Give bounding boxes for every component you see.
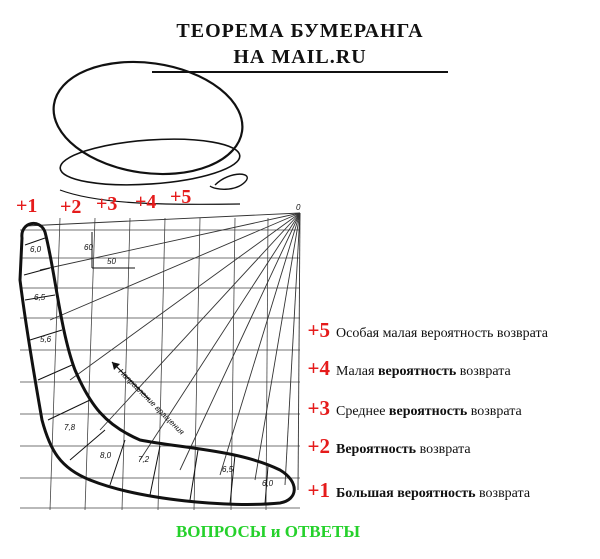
legend-row-2: +2 Вероятность возврата bbox=[300, 434, 471, 459]
label-7-2: 7,2 bbox=[138, 455, 150, 464]
legend-text-post: возврата bbox=[456, 364, 511, 379]
legend-text-post: возврата bbox=[467, 404, 522, 419]
drawing-grid bbox=[20, 217, 300, 511]
label-rotation: Направление вращения bbox=[117, 367, 187, 437]
label-6-5-right: 6,5 bbox=[222, 465, 234, 474]
legend-row-5: +5 Особая малая вероятность возврата bbox=[300, 318, 548, 343]
legend-text-post: возврата bbox=[475, 486, 531, 501]
legend-text-bold: вероятность bbox=[388, 404, 468, 419]
legend-text-pre: Среднее bbox=[336, 404, 389, 419]
top-number-5: +5 bbox=[170, 186, 192, 208]
top-number-4: +4 bbox=[135, 191, 157, 213]
legend-num: +1 bbox=[307, 478, 330, 502]
legend-num: +3 bbox=[307, 396, 330, 420]
drawing-rays bbox=[24, 212, 301, 491]
label-6-5-left: 6,5 bbox=[34, 293, 46, 302]
legend-text-bold: вероятность bbox=[377, 364, 457, 379]
legend-num: +4 bbox=[307, 356, 330, 380]
label-6-0-right: 6,0 bbox=[262, 479, 274, 488]
footer-caption: ВОПРОСЫ и ОТВЕТЫ bbox=[175, 522, 361, 541]
label-7-8: 7,8 bbox=[64, 423, 76, 432]
legend-num: +5 bbox=[307, 318, 330, 342]
title-underline bbox=[152, 71, 448, 73]
legend-text-bold: Большая вероятность bbox=[336, 486, 476, 501]
label-origin: 0 bbox=[296, 203, 301, 212]
legend-num: +2 bbox=[307, 434, 330, 458]
top-number-1: +1 bbox=[16, 195, 38, 217]
top-number-3: +3 bbox=[96, 193, 118, 215]
label-60: 60 bbox=[84, 243, 93, 252]
flight-loop-tail bbox=[59, 189, 241, 205]
boomerang-sections bbox=[23, 237, 269, 505]
legend-text: Особая малая вероятность возврата bbox=[336, 326, 548, 341]
label-8-0: 8,0 bbox=[100, 451, 112, 460]
legend-text-bold: Вероятность bbox=[336, 442, 417, 457]
title-line-1: ТЕОРЕМА БУМЕРАНГА bbox=[176, 20, 424, 42]
legend-row-1: +1 Большая вероятность возврата bbox=[300, 478, 531, 503]
rotation-arrow bbox=[111, 361, 151, 401]
flight-loop-small bbox=[209, 173, 248, 190]
legend-text-post: возврата bbox=[416, 442, 471, 457]
legend-row-3: +3 Среднее вероятность возврата bbox=[300, 396, 522, 421]
label-6-0-top: 6,0 bbox=[30, 245, 42, 254]
label-5-6: 5,6 bbox=[40, 335, 52, 344]
legend-text-pre: Малая bbox=[336, 364, 378, 379]
label-50: 50 bbox=[107, 257, 116, 266]
title-line-2: НА MAIL.RU bbox=[233, 46, 367, 68]
boomerang-outline bbox=[18, 222, 296, 506]
legend-row-4: +4 Малая вероятность возврата bbox=[300, 356, 511, 381]
rotation-arrowhead bbox=[112, 362, 120, 370]
flight-loop-mid bbox=[59, 138, 241, 186]
top-number-2: +2 bbox=[60, 196, 82, 218]
flight-loop-large bbox=[52, 60, 244, 176]
